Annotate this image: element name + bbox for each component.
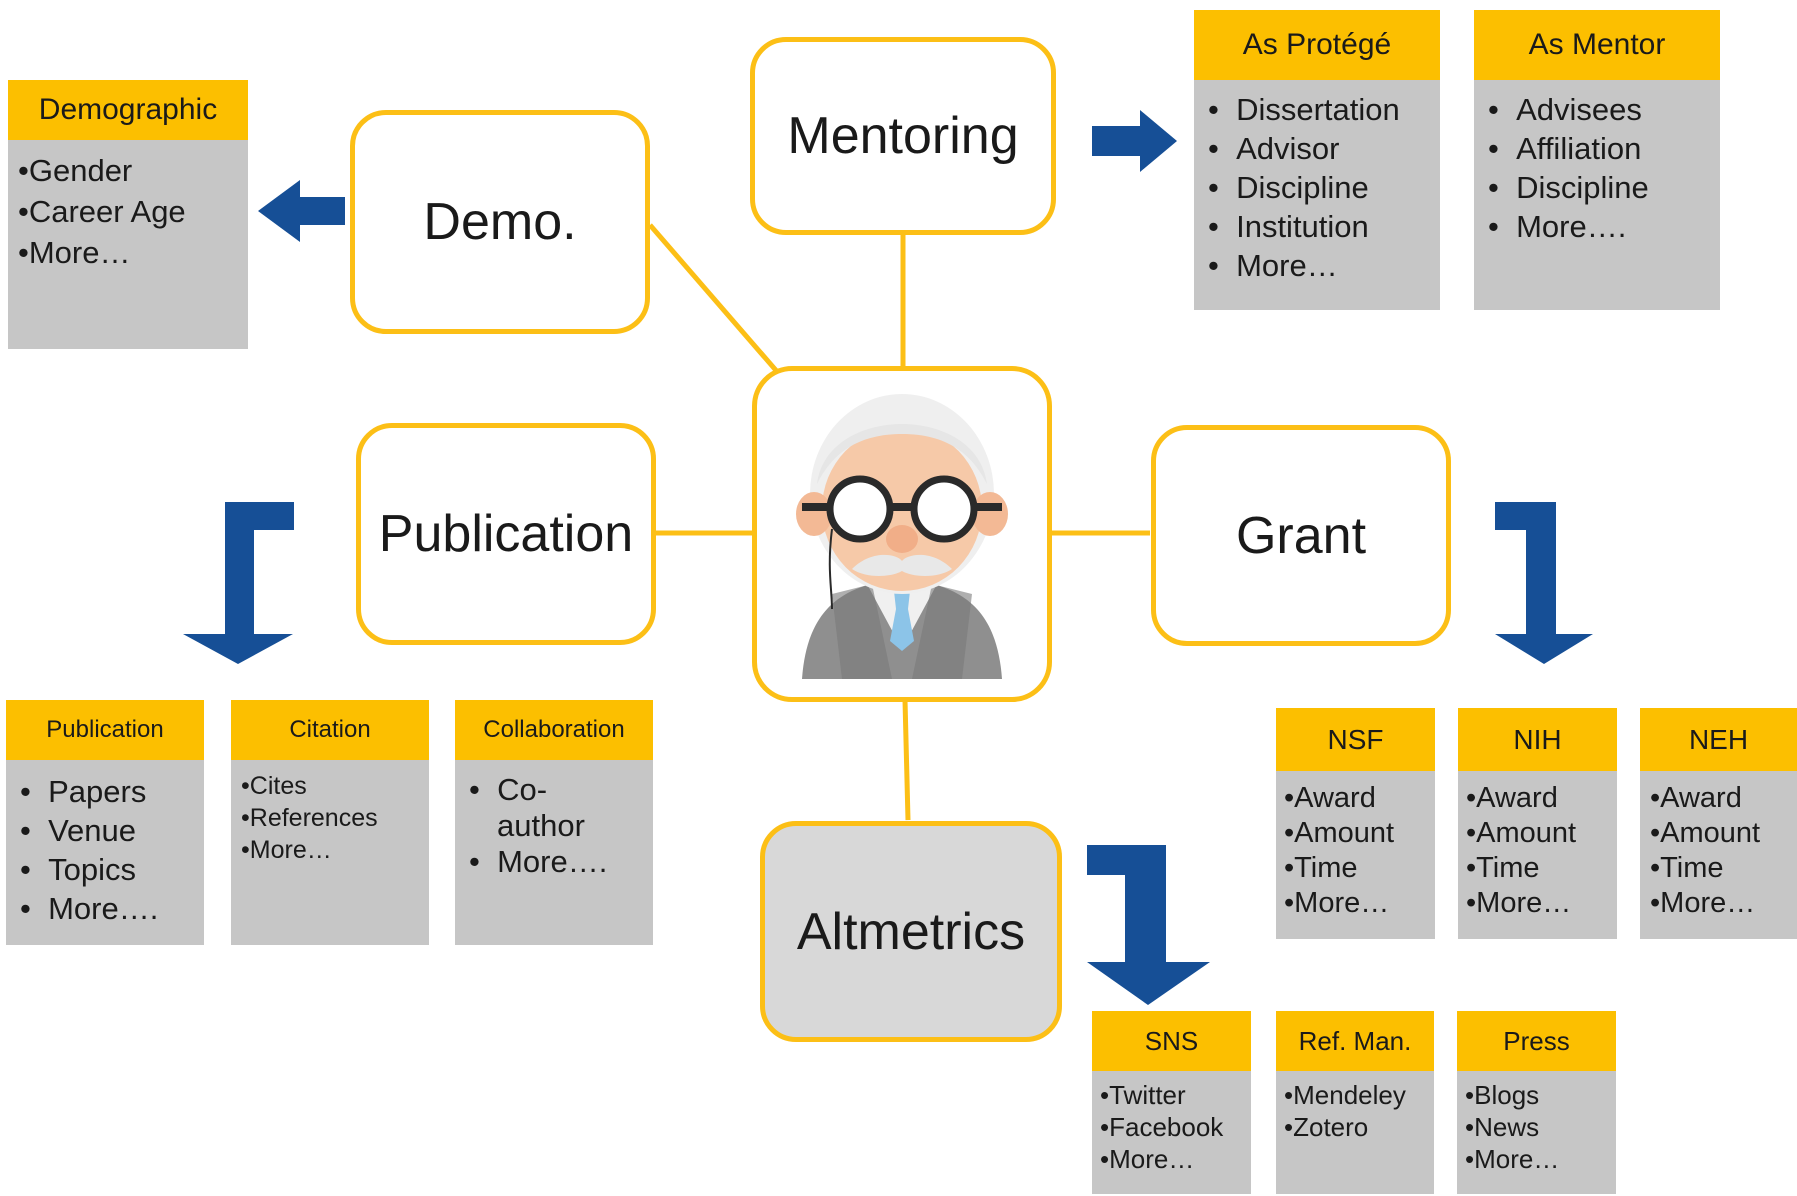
card-header: Citation: [231, 700, 429, 760]
arrow-left-icon: [258, 180, 345, 242]
list-item: •More…: [1466, 887, 1572, 919]
card-header: NEH: [1640, 708, 1797, 771]
card-press: Press •Blogs •News •More…: [1457, 1011, 1616, 1194]
card-neh: NEH •Award •Amount •Time •More…: [1640, 708, 1797, 939]
list-item: •Career Age: [18, 194, 186, 229]
list-item: • Topics: [20, 852, 136, 887]
card-publication: Publication • Papers • Venue • Topics • …: [6, 700, 204, 945]
node-altmetrics[interactable]: Altmetrics: [760, 821, 1062, 1042]
card-header: Ref. Man.: [1276, 1011, 1434, 1071]
list-item: • Advisees: [1488, 92, 1642, 127]
list-item: •Amount: [1284, 817, 1395, 849]
card-header: NSF: [1276, 708, 1435, 771]
card-sns: SNS •Twitter •Facebook •More…: [1092, 1011, 1251, 1194]
card-header: SNS: [1092, 1011, 1251, 1071]
card-header: As Mentor: [1474, 10, 1720, 80]
card-as-protege: As Protégé • Dissertation • Advisor • Di…: [1194, 10, 1440, 310]
list-item: • Discipline: [1488, 170, 1649, 205]
list-item: •Facebook: [1100, 1112, 1224, 1142]
list-item: •More…: [1465, 1144, 1560, 1174]
list-item: •More…: [18, 235, 131, 270]
list-item: • More….: [469, 844, 608, 879]
card-as-mentor: As Mentor • Advisees • Affiliation • Dis…: [1474, 10, 1720, 310]
list-item: •Amount: [1650, 817, 1761, 849]
list-item: •More…: [1284, 887, 1390, 919]
list-item: •Award: [1284, 782, 1376, 814]
list-item: • Venue: [20, 813, 137, 848]
list-item: •Zotero: [1284, 1112, 1369, 1142]
card-header: Publication: [6, 700, 204, 760]
list-item: •Mendeley: [1284, 1080, 1406, 1110]
card-nih: NIH •Award •Amount •Time •More…: [1458, 708, 1617, 939]
list-item: • Discipline: [1208, 170, 1369, 205]
list-item: •References: [241, 804, 378, 832]
list-item: •News: [1465, 1112, 1540, 1142]
arrow-down-altmetrics-icon: [1087, 845, 1210, 1005]
list-item: • More….: [20, 891, 159, 926]
list-item: • Papers: [20, 774, 147, 809]
list-item: •More…: [1650, 887, 1756, 919]
list-item: •Time: [1650, 852, 1724, 884]
node-grant[interactable]: Grant: [1151, 425, 1451, 646]
list-item: • Co-: [469, 772, 548, 807]
card-header: NIH: [1458, 708, 1617, 771]
card-ref-man: Ref. Man. •Mendeley •Zotero: [1276, 1011, 1434, 1194]
card-collaboration: Collaboration • Co- author • More….: [455, 700, 653, 945]
card-header: As Protégé: [1194, 10, 1440, 80]
list-item: •Award: [1466, 782, 1558, 814]
card-demographic: Demographic •Gender •Career Age •More…: [8, 80, 248, 349]
connector-demo: [648, 223, 782, 377]
list-item: • More….: [1488, 209, 1627, 244]
professor-avatar-icon: [796, 394, 1008, 679]
list-item: • Dissertation: [1208, 92, 1400, 127]
node-mentoring[interactable]: Mentoring: [750, 37, 1056, 235]
list-item: •Blogs: [1465, 1080, 1540, 1110]
list-item: •Time: [1466, 852, 1540, 884]
card-header: Demographic: [8, 80, 248, 140]
list-item: • Affiliation: [1488, 131, 1642, 166]
list-item: •More…: [1100, 1144, 1195, 1174]
list-item: • Advisor: [1208, 131, 1340, 166]
list-item: •Amount: [1466, 817, 1577, 849]
arrow-down-left-icon: [183, 502, 294, 664]
list-item: •Award: [1650, 782, 1742, 814]
arrow-right-icon: [1092, 110, 1177, 172]
list-item: •More…: [241, 836, 332, 864]
list-item: •Twitter: [1100, 1080, 1186, 1110]
list-item: •Cites: [241, 772, 307, 800]
card-header: Collaboration: [455, 700, 653, 760]
list-item: •Gender: [18, 153, 133, 188]
arrow-down-right-icon: [1495, 502, 1593, 664]
card-nsf: NSF •Award •Amount •Time •More…: [1276, 708, 1435, 939]
connector-altmetrics: [902, 699, 911, 821]
card-header: Press: [1457, 1011, 1616, 1071]
node-demo[interactable]: Demo.: [350, 110, 650, 334]
list-item: author: [497, 808, 585, 843]
center-node[interactable]: [752, 366, 1052, 702]
list-item: • More…: [1208, 248, 1338, 283]
list-item: • Institution: [1208, 209, 1369, 244]
list-item: •Time: [1284, 852, 1358, 884]
node-publication[interactable]: Publication: [356, 423, 656, 645]
card-citation: Citation •Cites •References •More…: [231, 700, 429, 945]
